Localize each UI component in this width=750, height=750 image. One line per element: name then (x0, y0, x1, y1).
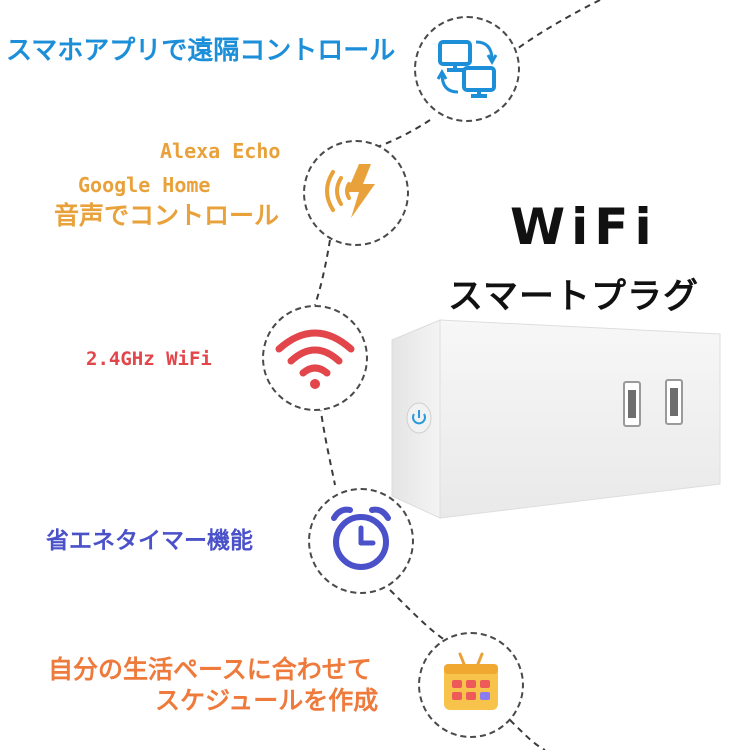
feature-schedule-text-line1: 自分の生活ペースに合わせて (48, 655, 372, 684)
calendar-icon (438, 650, 504, 720)
wifi-icon (273, 319, 357, 397)
feature-timer-text: 省エネタイマー機能 (46, 527, 253, 554)
feature-schedule-circle (418, 632, 524, 738)
alarm-clock-icon (324, 502, 398, 580)
product-subtitle: スマートプラグ (448, 277, 699, 317)
devices-sync-icon (430, 30, 504, 108)
feature-timer-circle (308, 488, 414, 594)
power-button-icon (404, 400, 434, 440)
feature-voice-google-text: Google Home (78, 173, 211, 197)
feature-wifi-text: 2.4GHz WiFi (86, 348, 212, 370)
voice-sound-icon (319, 154, 393, 232)
feature-schedule-text-line2: スケジュールを作成 (155, 686, 379, 715)
feature-remote-circle (414, 16, 520, 122)
product-title: WiFi (510, 198, 658, 256)
feature-voice-text: 音声でコントロール (54, 201, 280, 230)
smart-plug-image (382, 318, 722, 524)
feature-voice-alexa-text: Alexa Echo (160, 139, 281, 163)
feature-wifi-circle (262, 305, 368, 411)
feature-voice-circle (303, 140, 409, 246)
feature-remote-text: スマホアプリで遠隔コントロール (6, 36, 396, 66)
